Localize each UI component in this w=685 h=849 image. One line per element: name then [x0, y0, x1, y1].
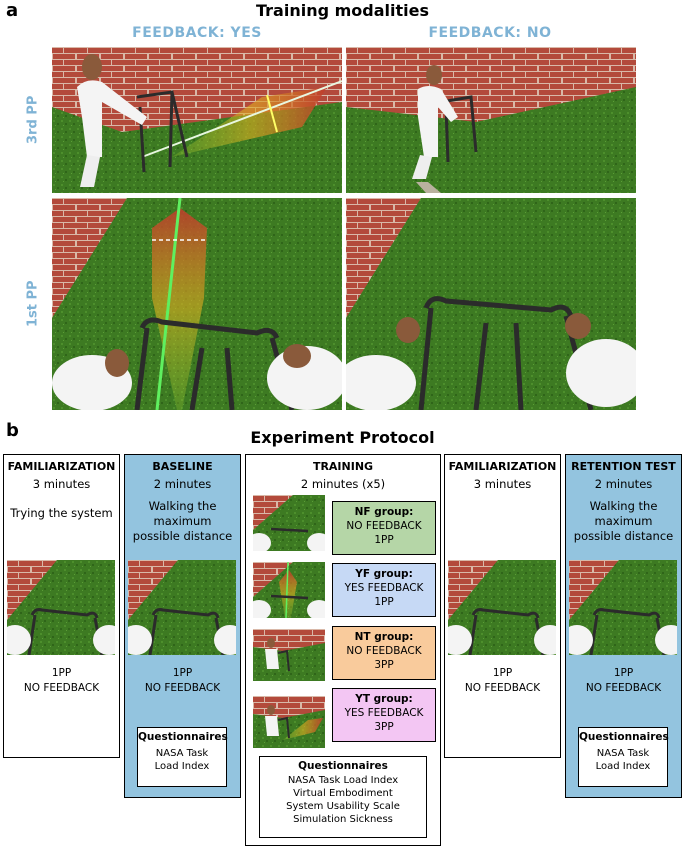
row-header-1st-pp: 1st PP [25, 280, 41, 328]
retention-thumbnail [569, 560, 677, 655]
group-nf: NF group: NO FEEDBACK 1PP [332, 501, 436, 555]
group-nf-feedback: NO FEEDBACK [346, 520, 422, 532]
training-thumb-nf [253, 495, 325, 551]
familiarization-2-thumbnail [448, 560, 556, 655]
training-box: TRAINING 2 minutes (x5) NF group: NO FEE… [245, 454, 441, 846]
scene-1pp-feedback-yes [52, 198, 342, 410]
group-yt-view: 3PP [374, 721, 394, 733]
retention-title: RETENTION TEST [571, 460, 676, 473]
panel-b-title: Experiment Protocol [250, 428, 435, 447]
group-nt-feedback: NO FEEDBACK [346, 645, 422, 657]
group-yt-feedback: YES FEEDBACK [344, 707, 424, 719]
familiarization-1-title: FAMILIARIZATION [7, 460, 116, 473]
group-nf-view: 1PP [374, 534, 394, 546]
baseline-feedback: NO FEEDBACK [144, 682, 221, 694]
group-yf: YF group: YES FEEDBACK 1PP [332, 563, 436, 617]
familiarization-1-view: 1PP [51, 667, 72, 679]
baseline-questionnaires: Questionnaires NASA Task Load Index [137, 727, 228, 787]
training-questionnaires-title: Questionnaires [298, 760, 388, 772]
group-yf-name: YF group: [355, 568, 413, 580]
retention-questionnaire-item: NASA Task Load Index [595, 748, 651, 772]
familiarization-1-feedback: NO FEEDBACK [23, 682, 100, 694]
baseline-box: BASELINE 2 minutes Walking the maximum p… [124, 454, 241, 798]
retention-feedback: NO FEEDBACK [585, 682, 662, 694]
baseline-thumbnail [128, 560, 236, 655]
familiarization-1-thumbnail [7, 560, 115, 655]
familiarization-2-title: FAMILIARIZATION [448, 460, 557, 473]
familiarization-box-2: FAMILIARIZATION 3 minutes 1PP NO FEEDBAC… [444, 454, 561, 758]
training-duration: 2 minutes (x5) [300, 477, 386, 491]
baseline-questionnaires-title: Questionnaires [138, 731, 228, 743]
training-questionnaire-item: Virtual Embodiment [293, 788, 393, 799]
retention-duration: 2 minutes [594, 477, 653, 491]
row-header-3rd-pp: 3rd PP [25, 95, 41, 145]
retention-view: 1PP [613, 667, 634, 679]
training-thumb-yt [253, 696, 325, 748]
training-thumb-nt [253, 629, 325, 681]
panel-a-letter: a [6, 0, 19, 21]
panel-a-title: Training modalities [255, 1, 429, 20]
familiarization-1-description: Trying the system [10, 506, 113, 520]
retention-questionnaires: Questionnaires NASA Task Load Index [578, 727, 669, 787]
col-header-feedback-yes: FEEDBACK: YES [132, 25, 262, 41]
group-nt-view: 3PP [374, 659, 394, 671]
scene-1pp-feedback-no [346, 198, 636, 410]
scene-3pp-feedback-yes [52, 47, 342, 193]
group-nt: NT group: NO FEEDBACK 3PP [332, 626, 436, 680]
group-yf-view: 1PP [374, 596, 394, 608]
familiarization-1-duration: 3 minutes [32, 477, 91, 491]
training-questionnaire-item: NASA Task Load Index [287, 775, 399, 786]
familiarization-2-view: 1PP [492, 667, 513, 679]
familiarization-2-duration: 3 minutes [473, 477, 532, 491]
group-nf-name: NF group: [354, 506, 414, 518]
familiarization-2-feedback: NO FEEDBACK [464, 682, 541, 694]
retention-description: Walking the maximum possible distance [573, 499, 674, 543]
training-questionnaires: Questionnaires NASA Task Load Index Virt… [259, 756, 427, 838]
training-questionnaire-item: System Usability Scale [286, 801, 400, 812]
group-yt: YT group: YES FEEDBACK 3PP [332, 688, 436, 742]
col-header-feedback-no: FEEDBACK: NO [428, 25, 552, 41]
baseline-questionnaire-item: NASA Task Load Index [154, 748, 210, 772]
baseline-title: BASELINE [152, 460, 213, 473]
baseline-duration: 2 minutes [153, 477, 212, 491]
panel-b-letter: b [6, 420, 19, 441]
training-title: TRAINING [312, 460, 374, 473]
group-yt-name: YT group: [355, 693, 413, 705]
retention-test-box: RETENTION TEST 2 minutes Walking the max… [565, 454, 682, 798]
scene-3pp-feedback-no [346, 47, 636, 193]
baseline-description: Walking the maximum possible distance [132, 499, 233, 543]
group-nt-name: NT group: [354, 631, 414, 643]
baseline-view: 1PP [172, 667, 193, 679]
group-yf-feedback: YES FEEDBACK [344, 582, 424, 594]
training-thumb-yf [253, 562, 325, 618]
training-questionnaire-item: Simulation Sickness [293, 814, 393, 825]
familiarization-box-1: FAMILIARIZATION 3 minutes Trying the sys… [3, 454, 120, 758]
retention-questionnaires-title: Questionnaires [579, 731, 669, 743]
